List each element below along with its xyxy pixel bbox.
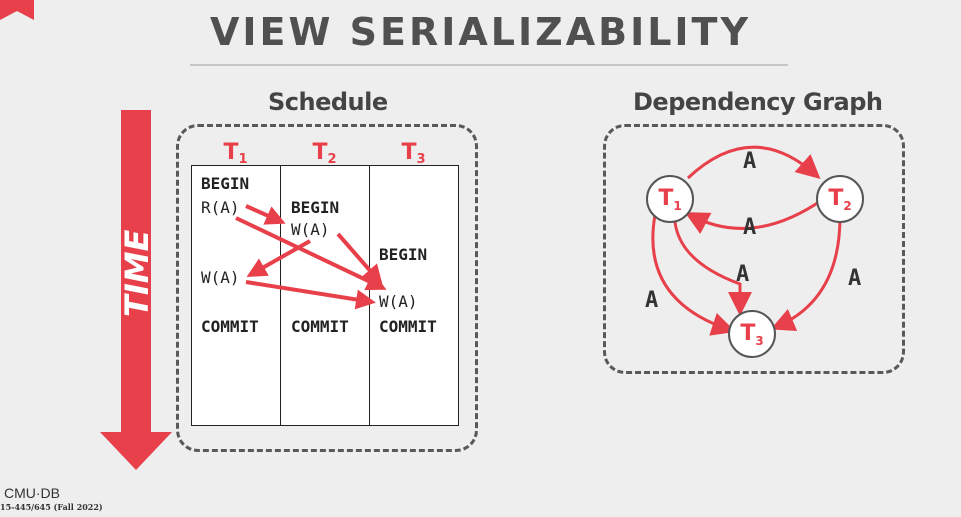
time-arrow-icon [100, 110, 172, 470]
op-t2-begin: BEGIN [291, 198, 340, 217]
sched-arrow-w2-w1 [246, 239, 311, 277]
op-t1-commit: COMMIT [201, 317, 259, 336]
sched-arrow-r1-w2 [245, 204, 286, 225]
graph-title: Dependency Graph [633, 88, 883, 116]
graph-edge-t2-t3 [770, 216, 842, 332]
graph-edge-label-t1-t2: A [743, 149, 757, 174]
graph-edge-t1-t3-inner [673, 221, 752, 316]
graph-node-t3: T3 [728, 310, 776, 358]
sched-arrow-w1-w3 [245, 280, 376, 310]
corner-flag-icon [0, 0, 34, 20]
cmu-db-logo: CMU·DB [4, 485, 60, 501]
schedule-tx-header-t1: T1 [223, 140, 248, 167]
graph-node-t1: T1 [646, 175, 694, 223]
schedule-title: Schedule [268, 88, 388, 116]
op-t2-commit: COMMIT [291, 317, 349, 336]
op-t1-begin: BEGIN [201, 174, 250, 193]
op-t2-write: W(A) [291, 220, 330, 239]
graph-node-t2: T2 [816, 175, 864, 223]
slide-title: VIEW SERIALIZABILITY [210, 10, 751, 54]
graph-edge-label-t1-t3-outer: A [645, 288, 659, 313]
graph-edge-label-t2-t3: A [848, 266, 862, 291]
course-label: 15-445/645 (Fall 2022) [0, 502, 103, 512]
graph-edge-label-t2-t1: A [743, 215, 757, 240]
sched-arrow-r1-w3 [235, 216, 387, 291]
op-t3-commit: COMMIT [379, 317, 437, 336]
op-t3-write: W(A) [379, 292, 418, 311]
op-t1-write: W(A) [201, 268, 240, 287]
graph-edge-t1-t2 [686, 145, 821, 180]
graph-edge-label-t1-t3-inner: A [736, 262, 750, 287]
schedule-tx-header-t3: T3 [401, 140, 426, 167]
graph-edge-t2-t1 [684, 198, 823, 235]
op-t3-begin: BEGIN [379, 245, 428, 264]
schedule-column-divider [280, 166, 281, 425]
sched-arrow-w2-w3 [336, 232, 383, 286]
graph-box [603, 124, 905, 374]
graph-edge-t1-t3-outer [651, 214, 736, 336]
schedule-tx-header-t2: T2 [312, 140, 337, 167]
schedule-box [176, 124, 478, 452]
title-divider [190, 64, 788, 66]
op-t1-read: R(A) [201, 198, 240, 217]
